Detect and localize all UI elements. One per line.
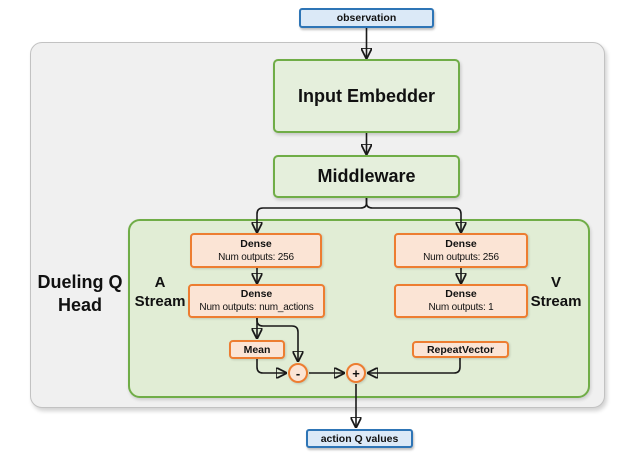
repeat-vector-node: RepeatVector	[412, 341, 509, 358]
v-stream-dense-2-outputs: Num outputs: 1	[428, 302, 494, 313]
add-operator-node: +	[346, 363, 366, 383]
observation-label: observation	[336, 12, 397, 24]
v-stream-label: V Stream	[525, 273, 587, 311]
mean-label: Mean	[243, 343, 271, 356]
minus-sign: -	[295, 365, 301, 381]
action-q-values-label: action Q values	[320, 432, 399, 445]
dueling-q-head-label: Dueling Q Head	[26, 271, 134, 317]
v-stream-dense-2-node: Dense Num outputs: 1	[394, 284, 528, 318]
middleware-label: Middleware	[317, 166, 416, 186]
v-stream-dense-1-node: Dense Num outputs: 256	[394, 233, 528, 268]
v-stream-dense-1-title: Dense	[445, 237, 477, 250]
plus-sign: +	[352, 365, 360, 381]
mean-node: Mean	[229, 340, 285, 359]
v-stream-dense-2-title: Dense	[445, 288, 477, 300]
a-stream-label: A Stream	[129, 273, 191, 311]
v-stream-dense-1-outputs: Num outputs: 256	[423, 251, 499, 263]
dueling-q-head-label-line1: Dueling Q	[37, 272, 123, 292]
subtract-operator-node: -	[288, 363, 308, 383]
input-embedder-label: Input Embedder	[297, 85, 435, 106]
input-embedder-node: Input Embedder	[273, 59, 460, 133]
v-stream-label-line2: Stream	[530, 293, 582, 310]
observation-node: observation	[299, 8, 434, 28]
a-stream-dense-1-node: Dense Num outputs: 256	[190, 233, 322, 268]
a-stream-dense-2-outputs: Num outputs: num_actions	[199, 302, 314, 313]
dueling-q-head-label-line2: Head	[57, 295, 102, 315]
a-stream-label-line1: A	[154, 274, 166, 291]
middleware-node: Middleware	[273, 155, 460, 198]
action-q-values-node: action Q values	[306, 429, 413, 448]
a-stream-dense-1-outputs: Num outputs: 256	[218, 251, 294, 263]
a-stream-dense-2-node: Dense Num outputs: num_actions	[188, 284, 325, 318]
v-stream-label-line1: V	[550, 274, 561, 291]
a-stream-dense-2-title: Dense	[240, 288, 273, 300]
a-stream-dense-1-title: Dense	[240, 237, 272, 250]
repeat-vector-label: RepeatVector	[426, 343, 495, 356]
a-stream-label-line2: Stream	[134, 293, 186, 310]
